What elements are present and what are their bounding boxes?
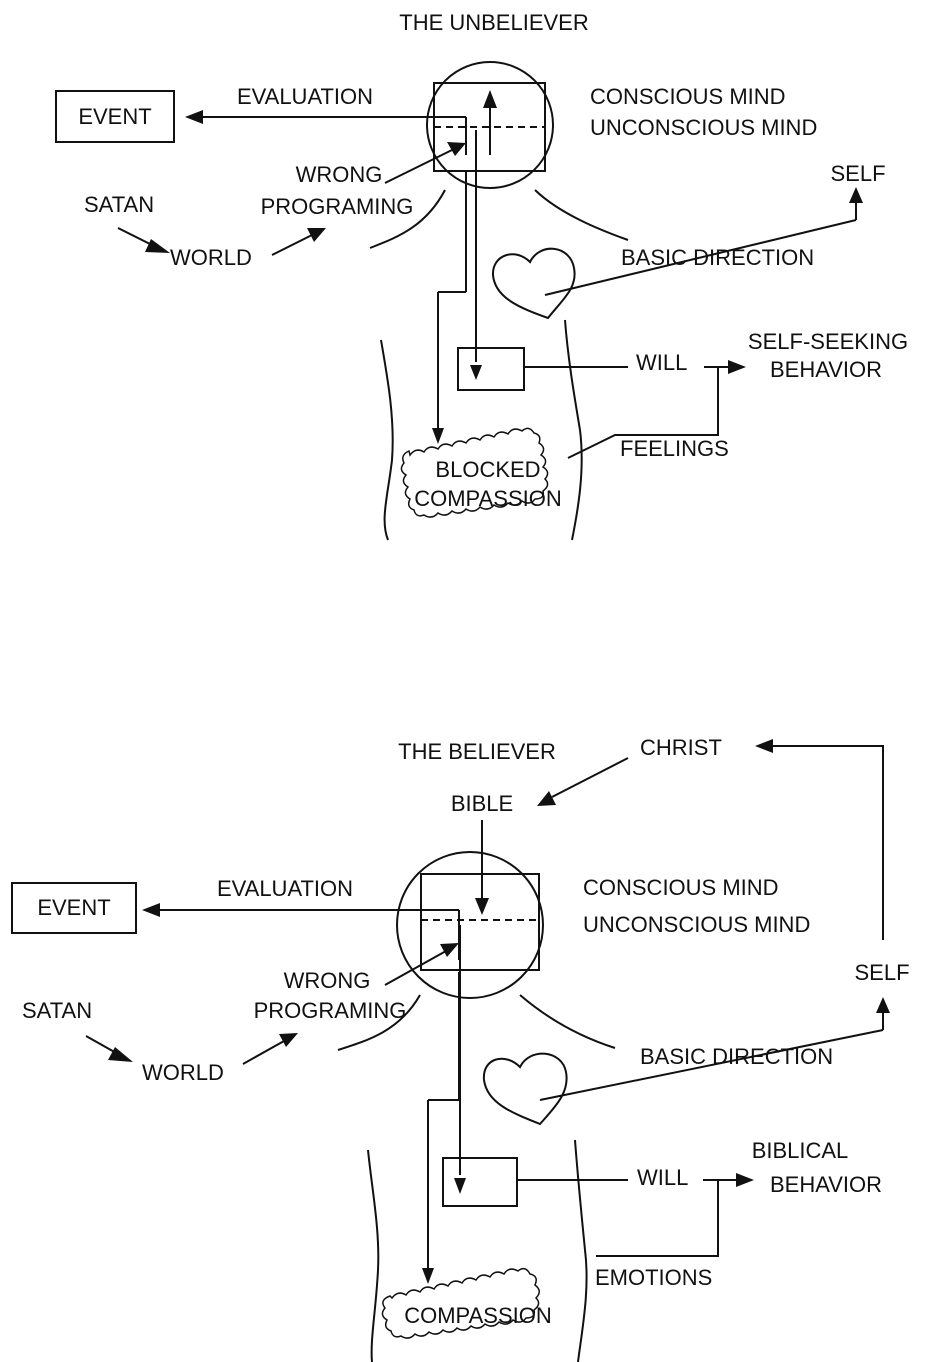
believer-world-label: WORLD bbox=[142, 1060, 224, 1085]
believer-self-label: SELF bbox=[854, 960, 909, 985]
unbeliever-basic-direction-label: BASIC DIRECTION bbox=[621, 245, 814, 270]
believer-christ-label: CHRIST bbox=[640, 735, 722, 760]
believer-will-label: WILL bbox=[637, 1165, 688, 1190]
believer-emotions-label: EMOTIONS bbox=[595, 1265, 712, 1290]
believer-bible-arrowhead bbox=[537, 791, 556, 806]
believer-world-arrowhead bbox=[279, 1033, 298, 1047]
unbeliever-diagram: THE UNBELIEVER EVENT EVALUATION CONSCIOU… bbox=[56, 10, 908, 540]
unbeliever-satan-arrowhead bbox=[145, 239, 170, 253]
unbeliever-compassion-label-1: BLOCKED bbox=[435, 457, 540, 482]
believer-wrong-label: WRONG bbox=[284, 968, 371, 993]
unbeliever-behavior-arrowhead bbox=[728, 360, 746, 374]
unbeliever-right-waist bbox=[565, 320, 582, 540]
unbeliever-unconscious-mind-label: UNCONSCIOUS MIND bbox=[590, 115, 817, 140]
unbeliever-feelings-label: FEELINGS bbox=[620, 436, 729, 461]
believer-compassion-label: COMPASSION bbox=[404, 1303, 552, 1328]
unbeliever-heart bbox=[493, 249, 575, 318]
believer-bible-label: BIBLE bbox=[451, 791, 513, 816]
believer-christ-loop bbox=[772, 746, 883, 940]
believer-basic-direction-label: BASIC DIRECTION bbox=[640, 1044, 833, 1069]
unbeliever-will-label: WILL bbox=[636, 350, 687, 375]
believer-title: THE BELIEVER bbox=[398, 739, 556, 764]
believer-behavior-label-1: BIBLICAL bbox=[752, 1138, 849, 1163]
unbeliever-right-shoulder bbox=[535, 190, 628, 240]
believer-unconscious-mind-label: UNCONSCIOUS MIND bbox=[583, 912, 810, 937]
unbeliever-compassion-arrowhead bbox=[432, 428, 444, 444]
believer-will-arrowhead bbox=[454, 1178, 466, 1194]
believer-evaluation-label: EVALUATION bbox=[217, 876, 353, 901]
unbeliever-world-label: WORLD bbox=[170, 245, 252, 270]
believer-right-waist bbox=[575, 1140, 587, 1362]
unbeliever-wrong-label: WRONG bbox=[296, 162, 383, 187]
believer-diagram: THE BELIEVER CHRIST BIBLE EVENT EVALUATI… bbox=[12, 735, 910, 1362]
believer-left-waist bbox=[368, 1150, 378, 1362]
believer-compassion-arrowhead bbox=[422, 1268, 434, 1284]
unbeliever-will-arrowhead bbox=[470, 365, 482, 380]
unbeliever-self-arrowhead bbox=[849, 187, 863, 203]
believer-satan-arrowhead bbox=[108, 1047, 133, 1062]
believer-will-box bbox=[443, 1158, 517, 1206]
believer-event-label: EVENT bbox=[37, 895, 110, 920]
believer-behavior-label-2: BEHAVIOR bbox=[770, 1172, 882, 1197]
believer-self-arrowhead bbox=[876, 997, 890, 1013]
believer-emotions-line bbox=[596, 1180, 718, 1256]
unbeliever-title: THE UNBELIEVER bbox=[399, 10, 589, 35]
unbeliever-will-box bbox=[458, 348, 524, 390]
believer-behavior-arrowhead bbox=[736, 1173, 754, 1187]
believer-conscious-mind-label: CONSCIOUS MIND bbox=[583, 875, 779, 900]
unbeliever-compassion-label-2: COMPASSION bbox=[414, 486, 562, 511]
believer-satan-label: SATAN bbox=[22, 998, 92, 1023]
believer-christ-arrowhead bbox=[755, 739, 773, 753]
believer-programing-label: PROGRAMING bbox=[254, 998, 407, 1023]
unbeliever-event-label: EVENT bbox=[78, 104, 151, 129]
believer-programing-arrow bbox=[385, 951, 446, 985]
believer-heart bbox=[484, 1054, 567, 1124]
unbeliever-behavior-label-1: SELF-SEEKING bbox=[748, 329, 908, 354]
unbeliever-self-label: SELF bbox=[830, 161, 885, 186]
believer-right-shoulder bbox=[520, 995, 615, 1048]
unbeliever-up-arrowhead bbox=[483, 90, 497, 108]
unbeliever-conscious-mind-label: CONSCIOUS MIND bbox=[590, 84, 786, 109]
unbeliever-programing-label: PROGRAMING bbox=[261, 194, 414, 219]
unbeliever-behavior-label-2: BEHAVIOR bbox=[770, 357, 882, 382]
unbeliever-evaluation-label: EVALUATION bbox=[237, 84, 373, 109]
unbeliever-left-waist bbox=[381, 340, 393, 540]
unbeliever-satan-label: SATAN bbox=[84, 192, 154, 217]
